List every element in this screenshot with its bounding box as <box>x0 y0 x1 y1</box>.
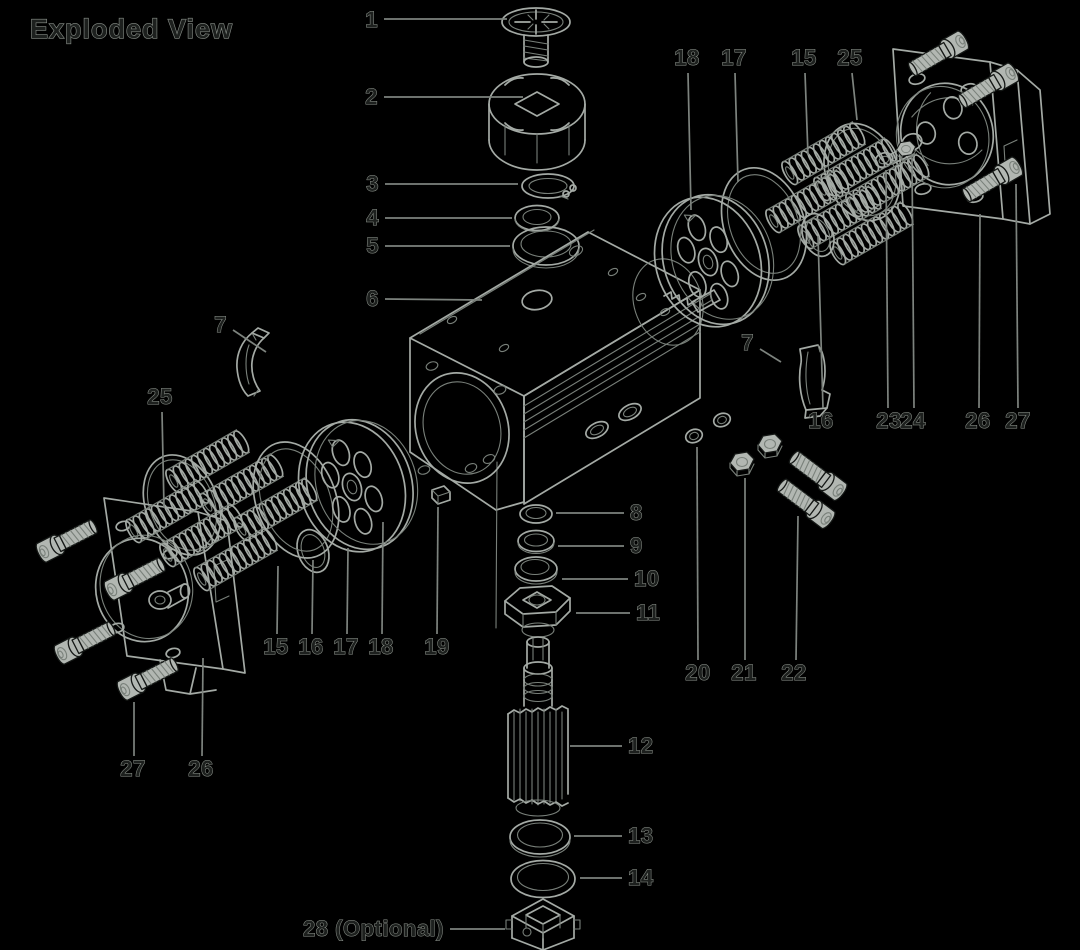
callout-label-27-left: 27 <box>120 756 145 781</box>
callout-label-5: 5 <box>366 233 379 258</box>
part-6-actuator-body <box>409 229 704 629</box>
callout-label-24: 24 <box>900 408 926 433</box>
callout-label-26-right: 26 <box>965 408 990 433</box>
callout-label-7-right: 7 <box>741 330 754 355</box>
part-5-bearing-ring <box>512 226 580 269</box>
callout-label-9: 9 <box>630 533 643 558</box>
callout-label-6: 6 <box>366 286 379 311</box>
callout-leader-20 <box>696 446 699 661</box>
callout-label-14: 14 <box>628 865 654 890</box>
callout-label-25-left: 25 <box>147 384 172 409</box>
callout-label-12: 12 <box>628 733 653 758</box>
part-1-cap-screw <box>501 7 571 68</box>
part-27-cap-screws-right <box>904 28 1026 206</box>
callout-label-25-right: 25 <box>837 45 862 70</box>
callout-label-2: 2 <box>365 84 378 109</box>
callout-label-19: 19 <box>424 634 449 659</box>
part-14-o-ring <box>510 859 576 899</box>
callout-label-16-right: 16 <box>808 408 833 433</box>
page-title: Exploded View <box>30 14 233 44</box>
callout-leader-26-right <box>978 213 981 409</box>
part-21-hex-nuts <box>729 433 783 477</box>
part-3-retaining-ring <box>521 173 577 200</box>
part-11-hex-bushing <box>504 585 571 638</box>
part-20-seal-washers <box>684 412 732 444</box>
part-8-retaining-washer <box>519 504 553 524</box>
part-9-washer <box>517 529 555 555</box>
part-16-spring-retainer-left <box>296 528 330 574</box>
callout-label-23: 23 <box>876 408 901 433</box>
part-17-piston-o-ring-left <box>252 441 340 559</box>
callout-label-3: 3 <box>366 171 379 196</box>
part-18-piston-left <box>281 403 436 567</box>
callout-label-11: 11 <box>636 600 660 625</box>
callout-leader-25-right <box>851 72 858 121</box>
callout-label-8: 8 <box>630 500 643 525</box>
callout-label-15-right: 15 <box>791 45 816 70</box>
part-7-stop-clip-right <box>798 344 831 419</box>
part-18-piston-right <box>637 178 792 342</box>
callout-label-28: 28 (Optional) <box>303 916 444 941</box>
callout-leader-16-right <box>817 235 824 409</box>
callout-label-13: 13 <box>628 823 653 848</box>
part-2-end-plug <box>488 73 586 171</box>
callout-label-4: 4 <box>366 205 379 230</box>
callout-leader-17-right <box>734 72 739 183</box>
callout-leader-26-left <box>201 657 204 757</box>
callout-leader-17-left <box>346 547 349 635</box>
callout-label-21: 21 <box>731 660 756 685</box>
part-16-spring-retainer-right <box>801 212 835 258</box>
part-28-square-drive-insert <box>505 898 581 950</box>
callout-label-15-left: 15 <box>263 634 288 659</box>
callout-label-20: 20 <box>685 660 710 685</box>
callout-label-7-left: 7 <box>214 312 227 337</box>
callout-label-1: 1 <box>365 7 378 32</box>
callout-leader-16-left <box>311 559 314 635</box>
callout-leader-19 <box>436 506 439 635</box>
callout-label-10: 10 <box>634 566 659 591</box>
callout-label-22: 22 <box>781 660 806 685</box>
callout-label-18-left: 18 <box>368 634 393 659</box>
callout-leader-7-left <box>232 329 267 353</box>
callout-leader-27-right <box>1015 183 1019 409</box>
part-22-stop-screws <box>773 446 850 532</box>
callout-leader-7-right <box>759 348 782 363</box>
callout-leader-15-left <box>276 565 279 635</box>
callout-label-18-right: 18 <box>674 45 699 70</box>
callout-label-26-left: 26 <box>188 756 213 781</box>
part-19-guide-bushing <box>431 485 451 505</box>
callout-label-17-right: 17 <box>721 45 746 70</box>
callout-leader-25-left <box>161 411 165 509</box>
callout-label-27-right: 27 <box>1005 408 1030 433</box>
callout-leader-18-right <box>687 72 692 211</box>
part-13-o-ring <box>509 819 571 858</box>
part-10-bearing-ring <box>514 556 558 585</box>
callout-label-17-left: 17 <box>333 634 358 659</box>
callout-leader-22 <box>795 515 799 661</box>
part-12-splined-shaft <box>507 636 569 817</box>
callout-leader-6 <box>384 298 483 301</box>
callout-leader-15-right <box>804 72 809 156</box>
callout-leader-23 <box>885 169 889 409</box>
callout-leader-24 <box>911 157 915 409</box>
callout-leader-18-left <box>381 521 384 635</box>
callout-label-16-left: 16 <box>298 634 323 659</box>
part-7-stop-clip-left <box>236 327 270 397</box>
